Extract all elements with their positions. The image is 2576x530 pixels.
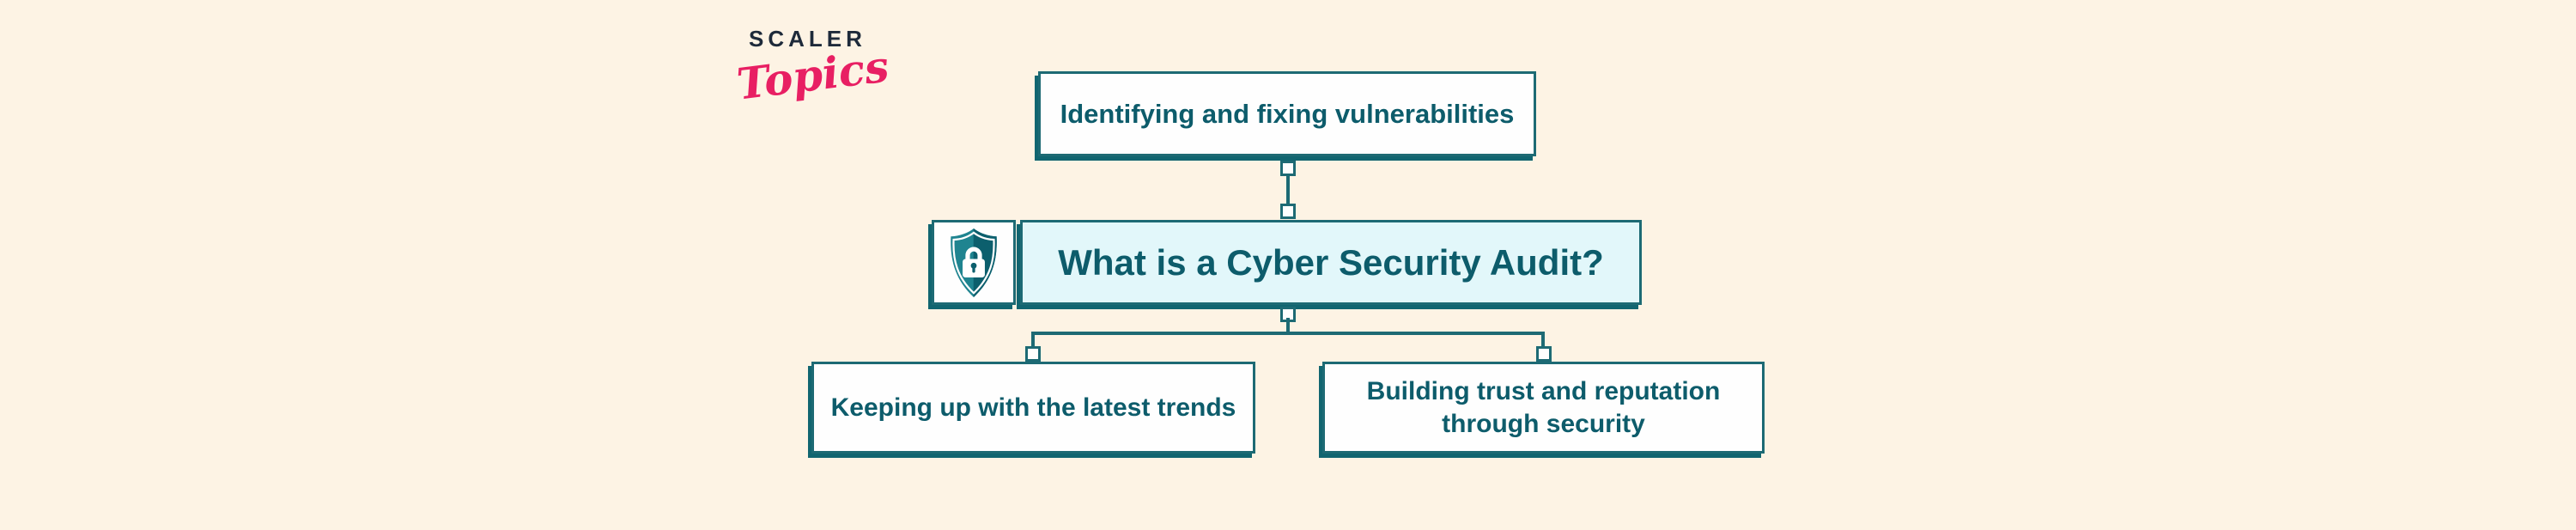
connector-horizontal (1031, 332, 1545, 335)
scaler-logo-text: SCALER (749, 26, 866, 52)
connector-right-vertical (1541, 332, 1545, 349)
page-title: What is a Cyber Security Audit? (1058, 241, 1604, 283)
connector-node (1280, 204, 1296, 219)
connector-node (1025, 346, 1041, 362)
main-title-box: What is a Cyber Security Audit? (1020, 220, 1642, 305)
benefit-label: Keeping up with the latest trends (830, 393, 1236, 422)
benefit-box-identifying-vulnerabilities: Identifying and fixing vulnerabilities (1038, 71, 1536, 156)
benefit-box-latest-trends: Keeping up with the latest trends (811, 362, 1255, 454)
connector-left-vertical (1031, 332, 1035, 349)
shield-lock-icon (951, 228, 997, 297)
benefit-box-trust-reputation: Building trust and reputation through se… (1322, 362, 1765, 454)
connector-middle-vertical (1286, 318, 1290, 335)
connector-node (1280, 161, 1296, 176)
connector-node (1536, 346, 1552, 362)
connector-top-vertical (1286, 172, 1290, 210)
benefit-label: Identifying and fixing vulnerabilities (1060, 98, 1515, 129)
benefit-label: Building trust and reputation through se… (1366, 377, 1721, 438)
shield-icon-box (932, 220, 1016, 305)
